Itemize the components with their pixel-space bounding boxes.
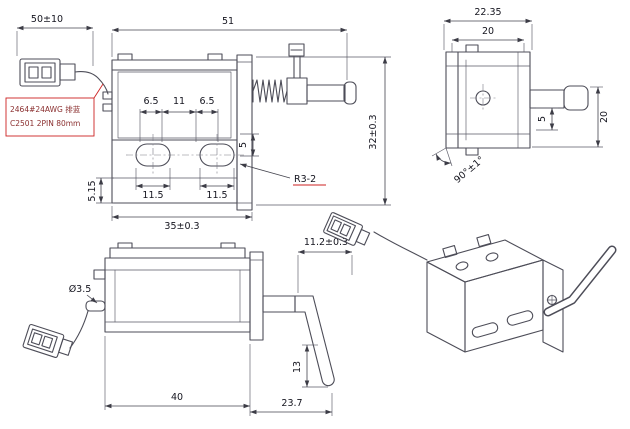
terminal-pin [85,300,106,312]
svg-text:C2501 2PIN 80mm: C2501 2PIN 80mm [10,119,80,128]
svg-text:Ø3.5: Ø3.5 [69,284,92,295]
plunger [286,77,357,105]
lever-arm [262,295,335,387]
svg-text:11.2±0.3: 11.2±0.3 [304,237,348,248]
bottom-bracket [249,251,264,341]
front-view: 50±10 51 32±0.3 6.5 11 6.5 5 [5,14,391,232]
terminals [102,91,113,112]
body-3d [426,233,544,353]
svg-text:5: 5 [238,142,249,148]
dim-body-length: 40 [104,336,251,416]
svg-text:11.5: 11.5 [206,190,227,201]
svg-text:6.5: 6.5 [143,96,158,107]
svg-text:40: 40 [171,392,183,403]
dim-offset-5: 5 [238,133,259,157]
bottom-view: Ø3.5 11.2±0.3 13 40 23.7 [22,237,353,416]
dim-overall-width: 51 [111,16,348,80]
mounting-bracket [236,54,253,211]
svg-text:13: 13 [292,361,303,373]
dim-foot-height: 5.15 [87,177,114,204]
side-bracket [445,44,531,156]
connector-3d [323,212,371,246]
lead-wire-bottom [69,310,89,349]
svg-text:32±0.3: 32±0.3 [368,114,379,149]
dim-slot-widths: 6.5 11 6.5 [139,96,219,142]
dim-depth: 22.35 [443,7,533,50]
svg-text:11.5: 11.5 [142,190,163,201]
slot-radius-callout: R3-2 [239,163,326,186]
cable-spec-label: 2464#24AWG 排蓝 C2501 2PIN 80mm [5,83,104,137]
adjust-screw [288,43,305,79]
svg-text:20: 20 [482,26,494,37]
lever-3d [543,245,617,317]
svg-text:11: 11 [173,96,185,107]
dim-stroke: 11.2±0.3 [297,237,353,293]
cable-connector [19,58,76,87]
lead-wire-3d [373,231,428,261]
terminal-tab [93,269,106,280]
dim-lever-length: 23.7 [249,393,333,416]
connector-bottom [22,323,74,358]
side-view: 22.35 20 20 5 90°±1° [431,7,610,186]
dim-side-height: 20 [532,86,610,148]
dim-overall-height: 32±0.3 [256,56,391,206]
svg-text:5.15: 5.15 [87,180,98,201]
svg-text:90°±1°: 90°±1° [452,154,486,185]
svg-text:51: 51 [222,16,234,27]
svg-text:2464#24AWG 排蓝: 2464#24AWG 排蓝 [10,104,81,114]
svg-text:35±0.3: 35±0.3 [164,221,199,232]
dim-slot-pitch: 11.5 11.5 [135,168,235,201]
dim-shaft-offset: 5 [536,107,558,131]
dim-mount-width: 35±0.3 [111,206,253,232]
svg-text:50±10: 50±10 [31,14,63,25]
dim-lever-height: 13 [292,344,328,388]
svg-text:22.35: 22.35 [474,7,501,18]
end-plate-3d [542,259,564,353]
side-plunger [529,85,589,111]
svg-text:5: 5 [537,116,548,122]
return-spring [252,79,288,103]
svg-text:R3-2: R3-2 [294,174,316,185]
svg-text:23.7: 23.7 [281,398,302,409]
svg-text:6.5: 6.5 [199,96,214,107]
lead-wire [74,71,109,95]
dim-cable-length: 50±10 [16,14,94,66]
dim-pin-diameter: Ø3.5 [69,284,98,304]
bottom-body [104,242,251,333]
svg-text:20: 20 [599,111,610,123]
perspective-view [323,212,617,353]
pivot-hole [470,84,496,112]
dim-inner-depth: 20 [451,26,525,52]
